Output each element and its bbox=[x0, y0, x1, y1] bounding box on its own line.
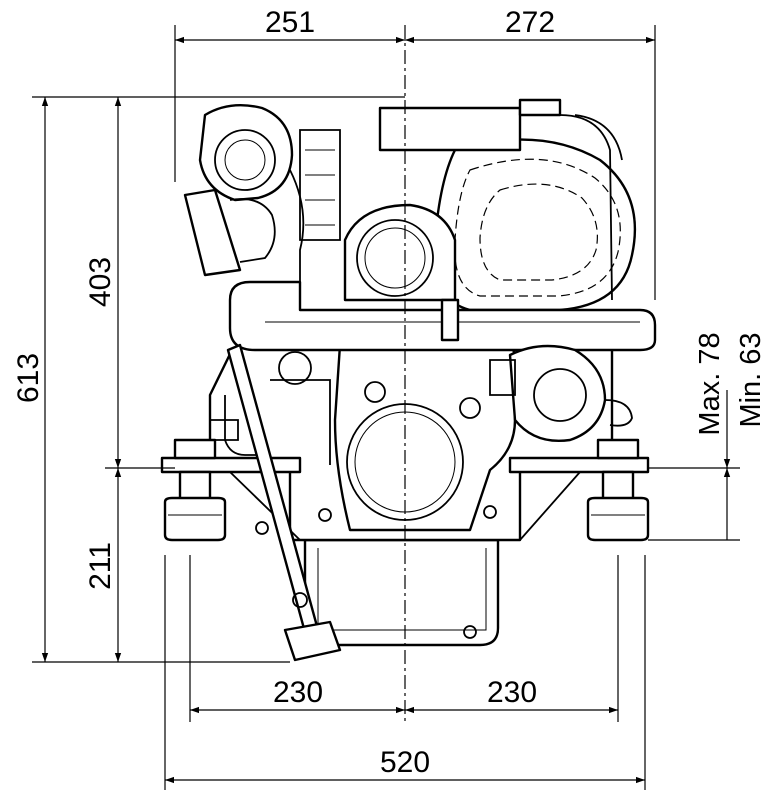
left-engine-foot bbox=[160, 456, 302, 474]
valve-cover bbox=[433, 138, 637, 312]
oil-sump bbox=[303, 538, 500, 647]
right-engine-mount bbox=[586, 438, 650, 542]
engine-outline bbox=[160, 98, 657, 662]
dim-max-label: Max. 78 bbox=[694, 332, 726, 435]
dim-lower-height: 211 bbox=[84, 542, 117, 590]
dim-top-left: 251 bbox=[265, 6, 315, 39]
dim-total-height: 613 bbox=[12, 353, 45, 403]
turbocharger bbox=[198, 104, 294, 202]
dim-min-label: Min. 63 bbox=[735, 332, 767, 427]
dim-top-right: 272 bbox=[505, 6, 555, 39]
dimension-lines bbox=[32, 25, 740, 790]
dim-bottom-left: 230 bbox=[273, 676, 323, 709]
left-engine-mount bbox=[163, 438, 227, 542]
dim-upper-height: 403 bbox=[84, 257, 117, 307]
right-engine-foot bbox=[508, 456, 650, 474]
dim-total-width: 520 bbox=[380, 746, 430, 779]
dim-bottom-right: 230 bbox=[487, 676, 537, 709]
